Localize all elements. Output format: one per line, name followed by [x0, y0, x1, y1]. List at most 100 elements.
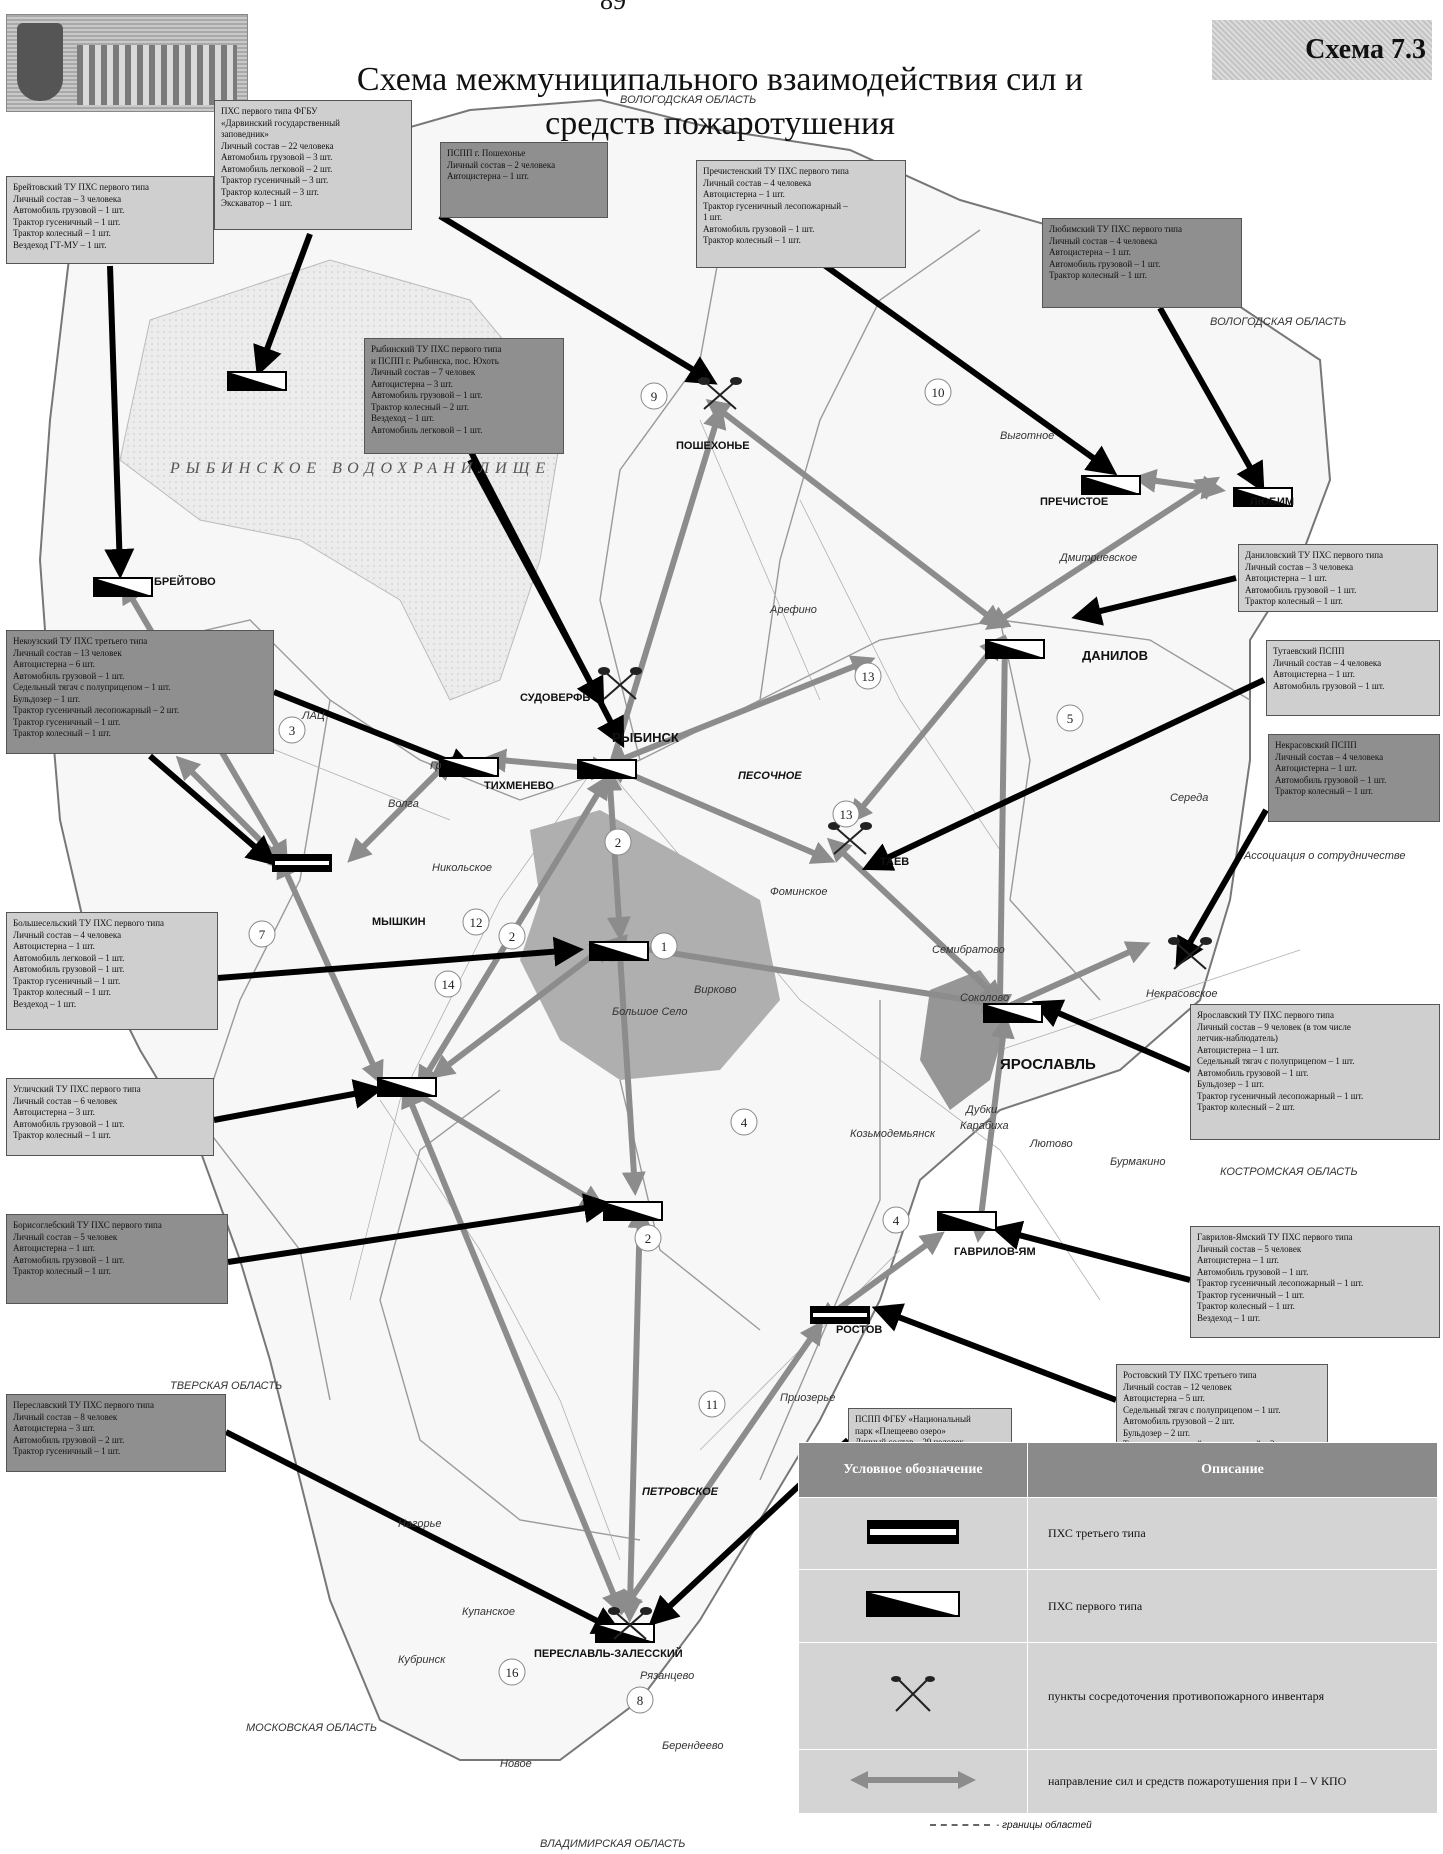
box-line: Личный состав – 5 человек [1197, 1243, 1302, 1254]
legend-desc-type3: ПХС третьего типа [1027, 1496, 1438, 1571]
station-wedge [984, 1004, 1042, 1022]
box-line: Автомобиль грузовой – 3 шт. [221, 152, 333, 162]
city-tikhmenevo: ТИХМЕНЕВО [484, 780, 554, 792]
district-number-text: 11 [706, 1397, 719, 1412]
box-line: Автомобиль грузовой – 1 шт. [1245, 584, 1357, 595]
black-arrow-4 [1157, 306, 1265, 493]
box-line: Личный состав – 3 человека [1245, 561, 1354, 572]
tool-head [730, 377, 742, 385]
box-line: летчик-наблюдатель) [1197, 1033, 1278, 1043]
box-line: Вездеход – 1 шт. [13, 998, 77, 1009]
inventory-point-2 [828, 822, 872, 855]
district-number-2: 13 [854, 662, 882, 690]
box-line: Личный состав – 9 человек (в том числе [1197, 1021, 1351, 1032]
district-number-text: 12 [470, 915, 483, 930]
box-line: Трактор колесный – 1 шт. [13, 228, 111, 238]
station-wedge [378, 1078, 436, 1096]
legend-header-desc: Описание [1027, 1442, 1438, 1498]
border-line-icon [930, 1824, 990, 1827]
box-line: Трактор колесный – 2 шт. [371, 401, 469, 412]
station-marker-11 [985, 639, 1045, 659]
black-arrow-8 [861, 677, 1266, 871]
black-arrow-15 [871, 1303, 1118, 1403]
district-circle [498, 922, 526, 950]
gray-arrow-19 [984, 476, 1221, 630]
gray-arrow-15 [968, 1014, 1015, 1243]
district-circle [434, 970, 462, 998]
city-yaroslavl: ЯРОСЛАВЛЬ [1000, 1056, 1096, 1073]
city-pesochnoe: ПЕСОЧНОЕ [738, 770, 802, 782]
interaction-arrows [120, 399, 1226, 1623]
region-vologda-top: ВОЛОГОДСКАЯ ОБЛАСТЬ [620, 94, 757, 106]
black-arrow-0 [104, 265, 135, 579]
box-line: Трактор колесный – 2 шт. [1197, 1102, 1295, 1112]
inventory-point-icon [891, 1676, 935, 1712]
place-sokolovo: Соколово [960, 992, 1010, 1004]
station-wedge [590, 942, 648, 960]
box-line: парк «Плещеево озеро» [855, 1425, 946, 1436]
region-note: Ассоциация о сотрудничестве [1244, 850, 1406, 862]
district-number-text: 7 [259, 927, 266, 942]
station-wedge [986, 640, 1044, 658]
legend-symbol-type1 [798, 1569, 1028, 1643]
box-line: ПСПП г. Пошехонье [447, 148, 526, 158]
station-wedge [938, 1212, 996, 1230]
box-line: Трактор гусеничный лесопожарный – 1 шт. [1197, 1090, 1364, 1101]
box-line: Борисоглебский ТУ ПХС первого типа [13, 1220, 162, 1230]
box-line: Автоцистерна – 1 шт. [1197, 1044, 1279, 1055]
box-line: Личный состав – 3 человека [13, 193, 122, 204]
tool-head [828, 822, 840, 830]
city-sudoverf: СУДОВЕРФЬ [520, 692, 591, 704]
box-line: Автомобиль грузовой – 1 шт. [13, 670, 125, 681]
box-line: Рыбинский ТУ ПХС первого типа [371, 344, 502, 354]
box-line: Вездеход ГТ-МУ – 1 шт. [13, 239, 107, 250]
district-number-4: 5 [1056, 704, 1084, 732]
place-priozerye: Приозерье [780, 1392, 836, 1404]
box-line: Седельный тягач с полуприцепом – 1 шт. [1123, 1404, 1281, 1415]
station-marker-7 [603, 1201, 663, 1221]
box-line: Автоцистерна – 3 шт. [13, 1423, 95, 1433]
city-poshekhonye: ПОШЕХОНЬЕ [676, 440, 750, 452]
city-petrovskoe: ПЕТРОВСКОЕ [642, 1486, 718, 1498]
district-circle [730, 1108, 758, 1136]
box-line: Большесельский ТУ ПХС первого типа [13, 918, 165, 928]
district-circle [634, 1224, 662, 1252]
box-line: Трактор колесный – 1 шт. [1245, 596, 1343, 606]
district-number-10: 7 [248, 920, 276, 948]
region-vladimir: ВЛАДИМИРСКАЯ ОБЛАСТЬ [540, 1838, 686, 1850]
border-note-text: - границы областей [996, 1820, 1092, 1831]
border-note: - границы областей [930, 1820, 1092, 1831]
district-number-text: 10 [932, 385, 945, 400]
inventory-point-4 [608, 1607, 652, 1640]
black-arrow-14 [991, 1220, 1191, 1283]
city-rostov: РОСТОВ [836, 1324, 883, 1336]
gray-arrow-21 [1132, 468, 1226, 500]
district-number-11: 4 [730, 1108, 758, 1136]
box-line: Автоцистерна – 1 шт. [1273, 669, 1355, 679]
region-kostroma: КОСТРОМСКАЯ ОБЛАСТЬ [1220, 1166, 1358, 1178]
city-breitovo: БРЕЙТОВО [154, 576, 216, 588]
place-berendeevo: Берендеево [662, 1740, 724, 1752]
district-circle [1056, 704, 1084, 732]
district-number-text: 13 [862, 669, 875, 684]
place-lats: ЛАЦ [302, 710, 325, 722]
box-line: Автоцистерна – 5 шт. [1123, 1393, 1205, 1403]
box-line: Трактор гусеничный – 3 шт. [221, 175, 329, 185]
tool-shaft [1173, 940, 1207, 970]
box-line: Автомобиль грузовой – 1 шт. [703, 223, 815, 234]
district-number-3: 13 [832, 800, 860, 828]
tool-head [640, 1607, 652, 1615]
inventory-point-3 [1168, 937, 1212, 970]
legend-desc-inventory: пункты сосредоточения противопожарного и… [1027, 1641, 1438, 1751]
box-line: Автомобиль грузовой – 1 шт. [1275, 774, 1387, 785]
black-arrow-1 [253, 232, 313, 377]
district-circle [882, 1206, 910, 1234]
place-dubki: Дубки [966, 1104, 998, 1116]
box-line: Автомобиль грузовой – 1 шт. [1197, 1266, 1309, 1277]
city-lyubim: ЛЮБИМ [1250, 496, 1295, 508]
box-line: Трактор колесный – 3 шт. [221, 186, 319, 197]
box-line: Некоузский ТУ ПХС третьего типа [13, 636, 148, 646]
scheme-label: Схема 7.3 [1212, 20, 1432, 80]
